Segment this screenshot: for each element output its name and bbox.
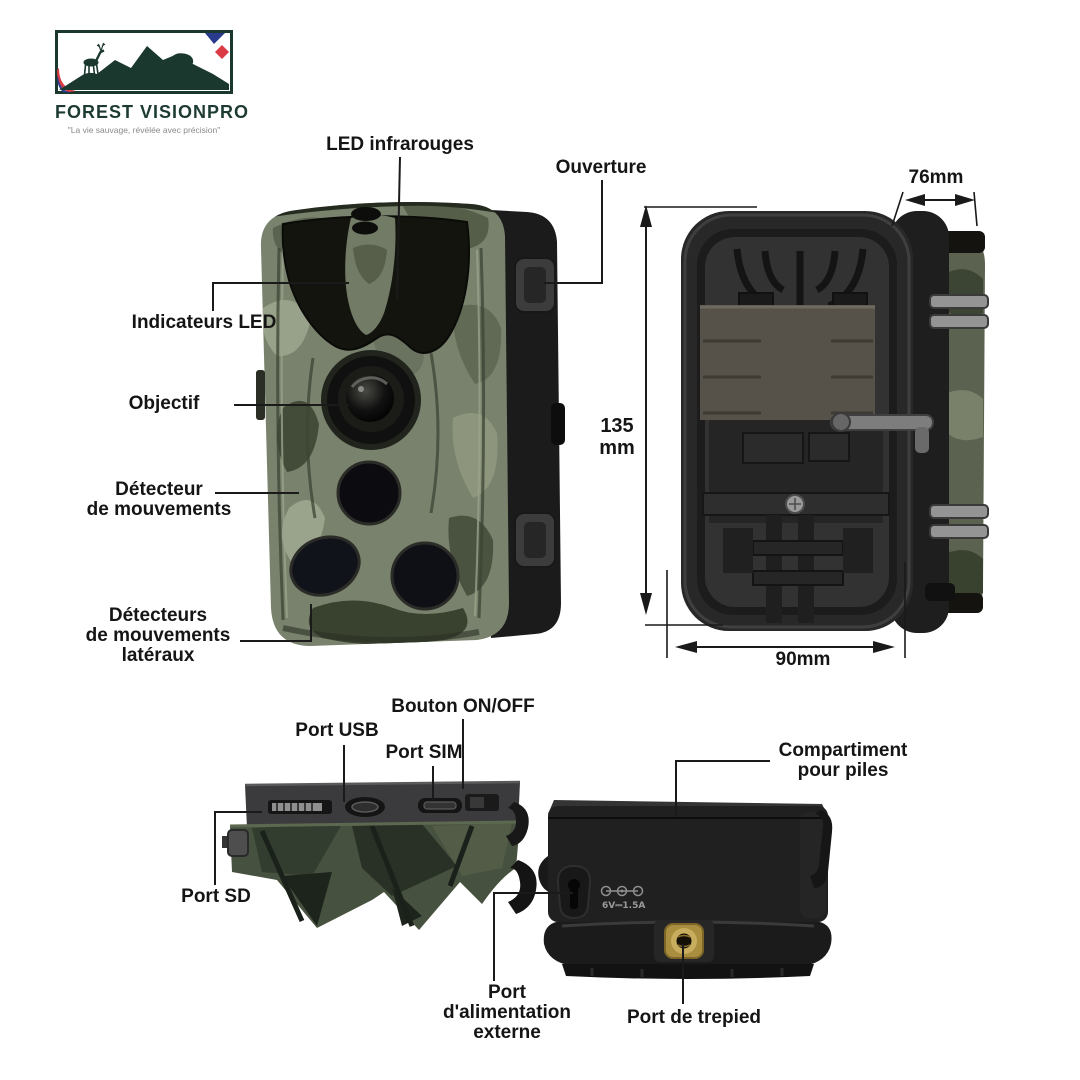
- back-camo-edge: [943, 231, 985, 613]
- label-ir-leds: LED infrarouges: [326, 134, 474, 155]
- power-rating-marking: 6V⎓1.5A: [602, 901, 645, 911]
- label-external-power-line3: externe: [473, 1022, 541, 1043]
- box-latch-icon: [810, 810, 833, 888]
- label-dim-135mm-unit: mm: [599, 437, 635, 459]
- label-side-detectors: Détecteurs de mouvements latéraux: [78, 606, 238, 666]
- side-detector-center: [390, 541, 460, 611]
- mounting-clips-icon: [929, 294, 989, 539]
- label-dim-76mm: 76mm: [908, 167, 964, 188]
- label-external-power: Port d'alimentation externe: [442, 983, 572, 1043]
- label-external-power-line2: d'alimentation: [442, 1002, 572, 1023]
- label-battery-compartment-line1: Compartiment: [778, 740, 908, 761]
- side-knob-icon: [222, 829, 249, 857]
- label-opening: Ouverture: [555, 157, 647, 178]
- back-camera-illustration: [681, 211, 989, 633]
- battery-box-body: [548, 800, 828, 922]
- screw-icon: [785, 494, 805, 514]
- brand-name: FOREST VISIONPRO: [55, 102, 250, 122]
- led-indicator-windows: [351, 207, 381, 235]
- label-power-button: Bouton ON/OFF: [391, 696, 535, 717]
- bottom-camo-body: [229, 820, 521, 930]
- sim-slot-icon: [418, 798, 462, 813]
- deer-icon: [83, 42, 106, 76]
- label-motion-detector: Détecteur de mouvements: [84, 480, 234, 520]
- label-side-detectors-line2: de mouvements: [85, 625, 231, 646]
- front-camera-illustration: [256, 202, 565, 646]
- label-battery-compartment-line2: pour piles: [797, 760, 889, 781]
- label-dim-135mm-value: 135: [600, 415, 634, 437]
- side-detector-left: [289, 535, 361, 597]
- latch-rod-icon: [830, 412, 934, 453]
- label-motion-detector-line2: de mouvements: [86, 499, 232, 520]
- external-power-port-icon: [556, 864, 592, 920]
- lens-icon: [321, 350, 421, 450]
- mounting-plate: [700, 305, 875, 420]
- bear-icon: [162, 53, 194, 73]
- power-switch-icon: [465, 794, 499, 811]
- label-dim-90mm: 90mm: [775, 649, 831, 670]
- label-side-detectors-line3: latéraux: [121, 645, 195, 666]
- mountain-silhouette: [59, 46, 229, 90]
- label-side-detectors-line1: Détecteurs: [108, 605, 208, 626]
- label-indicators: Indicateurs LED: [131, 312, 277, 333]
- label-sd-port: Port SD: [181, 886, 251, 907]
- bottom-view-illustration: [222, 780, 537, 930]
- label-battery-compartment: Compartiment pour piles: [772, 741, 914, 781]
- usb-port-icon: [345, 797, 385, 817]
- label-external-power-line1: Port: [488, 982, 526, 1003]
- tripod-socket-icon: [654, 920, 714, 962]
- label-dim-135mm: 135 mm: [592, 415, 642, 459]
- sd-slot-icon: [268, 800, 332, 814]
- label-sim-port: Port SIM: [385, 742, 463, 763]
- label-lens: Objectif: [128, 393, 200, 414]
- label-motion-detector-line1: Détecteur: [115, 479, 203, 500]
- pir-sensor: [336, 460, 402, 526]
- brand-tagline: "La vie sauvage, révélée avec précision": [67, 125, 221, 135]
- label-tripod-port: Port de trepied: [626, 1007, 762, 1028]
- battery-box-illustration: 6V⎓1.5A: [538, 800, 833, 979]
- front-camera-body: [260, 202, 510, 646]
- label-usb-port: Port USB: [295, 720, 379, 741]
- flag-ribbon-icon: [57, 33, 229, 93]
- polarity-diagram: [600, 885, 644, 897]
- logo-emblem: [55, 30, 233, 94]
- brand-logo: FOREST VISIONPRO "La vie sauvage, révélé…: [55, 30, 250, 135]
